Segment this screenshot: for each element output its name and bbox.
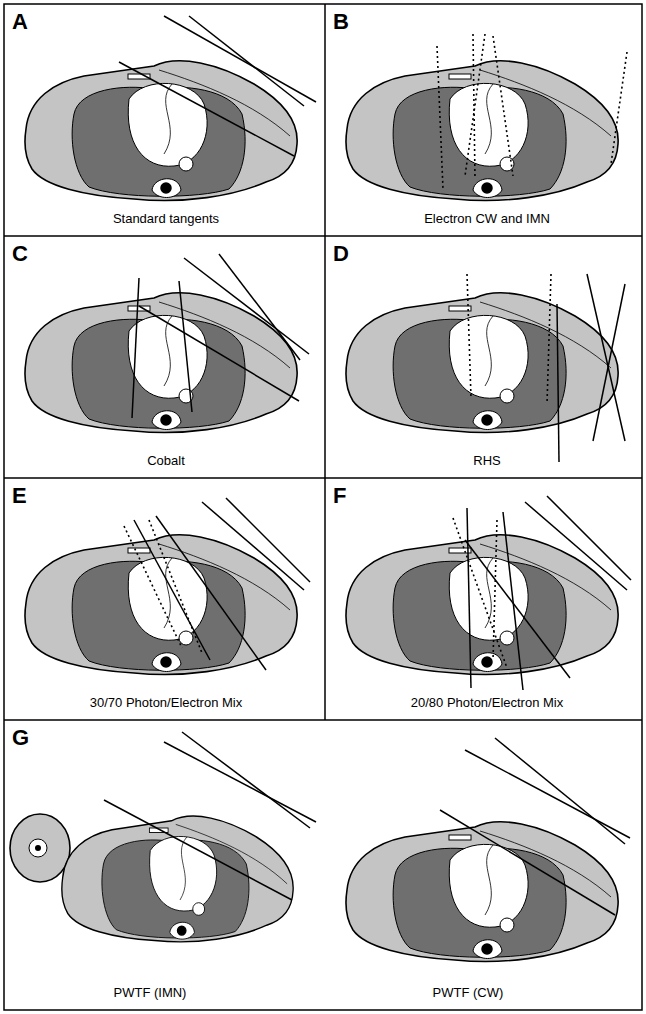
panel-letter: E	[12, 484, 27, 508]
panel-caption: PWTF (CW)	[431, 986, 506, 1000]
panel-caption: Electron CW and IMN	[422, 212, 552, 226]
panel-caption: Cobalt	[145, 454, 187, 468]
panel-letter: C	[12, 242, 28, 266]
panel-caption: Standard tangents	[111, 212, 221, 226]
panel-letter: D	[333, 242, 349, 266]
panel-caption: 30/70 Photon/Electron Mix	[88, 696, 244, 710]
panel-letter: F	[333, 484, 346, 508]
panel-caption: RHS	[471, 454, 502, 468]
panel-caption: 20/80 Photon/Electron Mix	[409, 696, 565, 710]
panel-letter: A	[12, 10, 28, 34]
panel-letter: G	[12, 726, 29, 750]
panel-caption: PWTF (IMN)	[112, 986, 189, 1000]
panel-letter: B	[333, 10, 349, 34]
